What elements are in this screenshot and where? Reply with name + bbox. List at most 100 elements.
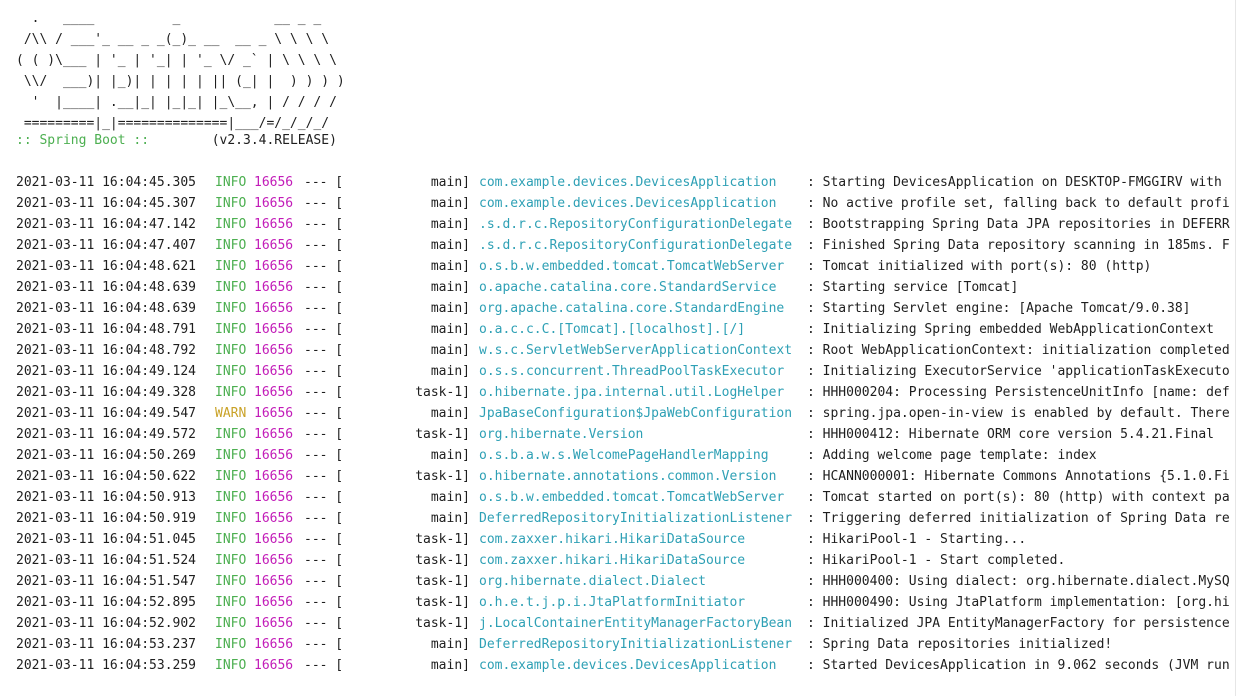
log-message: : Starting DevicesApplication on DESKTOP… bbox=[807, 175, 1222, 190]
log-level: INFO bbox=[215, 364, 247, 379]
log-thread: main] bbox=[430, 637, 470, 652]
log-logger[interactable]: o.a.c.c.C.[Tomcat].[localhost].[/] bbox=[479, 322, 746, 337]
log-separator: --- [ bbox=[304, 238, 344, 253]
log-logger[interactable]: org.hibernate.Version bbox=[479, 427, 644, 442]
log-thread: task-1] bbox=[415, 574, 470, 589]
log-line: 2021-03-11 16:04:45.307 INFO 16656 --- [… bbox=[16, 193, 1235, 214]
log-message: : HHH000204: Processing PersistenceUnitI… bbox=[807, 385, 1230, 400]
log-pid: 16656 bbox=[254, 322, 294, 337]
log-logger[interactable]: o.hibernate.annotations.common.Version bbox=[479, 469, 777, 484]
log-logger[interactable]: org.hibernate.dialect.Dialect bbox=[479, 574, 706, 589]
log-pid: 16656 bbox=[254, 259, 294, 274]
log-logger[interactable]: o.s.b.a.w.s.WelcomePageHandlerMapping bbox=[479, 448, 769, 463]
log-level: INFO bbox=[215, 616, 247, 631]
log-logger[interactable]: com.example.devices.DevicesApplication bbox=[479, 658, 777, 673]
log-message: : Tomcat initialized with port(s): 80 (h… bbox=[807, 259, 1152, 274]
log-logger[interactable]: o.apache.catalina.core.StandardService bbox=[479, 280, 777, 295]
log-line: 2021-03-11 16:04:51.045 INFO 16656 --- [… bbox=[16, 529, 1235, 550]
log-line: 2021-03-11 16:04:48.791 INFO 16656 --- [… bbox=[16, 319, 1235, 340]
log-thread: task-1] bbox=[415, 553, 470, 568]
log-thread: main] bbox=[430, 364, 470, 379]
log-thread: task-1] bbox=[415, 616, 470, 631]
log-line: 2021-03-11 16:04:47.407 INFO 16656 --- [… bbox=[16, 235, 1235, 256]
log-logger[interactable]: o.s.s.concurrent.ThreadPoolTaskExecutor bbox=[479, 364, 785, 379]
log-level: INFO bbox=[215, 175, 247, 190]
log-level: INFO bbox=[215, 217, 247, 232]
log-line: 2021-03-11 16:04:50.913 INFO 16656 --- [… bbox=[16, 487, 1235, 508]
log-message: : HikariPool-1 - Starting... bbox=[807, 532, 1027, 547]
log-thread: main] bbox=[430, 217, 470, 232]
log-timestamp: 2021-03-11 16:04:53.259 bbox=[16, 658, 197, 673]
log-logger[interactable]: o.s.b.w.embedded.tomcat.TomcatWebServer bbox=[479, 259, 785, 274]
log-logger[interactable]: o.hibernate.jpa.internal.util.LogHelper bbox=[479, 385, 785, 400]
log-level: INFO bbox=[215, 511, 247, 526]
log-logger[interactable]: JpaBaseConfiguration$JpaWebConfiguration bbox=[479, 406, 793, 421]
log-thread: main] bbox=[430, 343, 470, 358]
log-message: : HHH000400: Using dialect: org.hibernat… bbox=[807, 574, 1230, 589]
log-logger[interactable]: DeferredRepositoryInitializationListener bbox=[479, 637, 793, 652]
log-message: : HHH000412: Hibernate ORM core version … bbox=[807, 427, 1214, 442]
log-separator: --- [ bbox=[304, 637, 344, 652]
log-timestamp: 2021-03-11 16:04:45.307 bbox=[16, 196, 197, 211]
log-timestamp: 2021-03-11 16:04:50.269 bbox=[16, 448, 197, 463]
log-thread: main] bbox=[430, 322, 470, 337]
log-pid: 16656 bbox=[254, 217, 294, 232]
log-line: 2021-03-11 16:04:49.124 INFO 16656 --- [… bbox=[16, 361, 1235, 382]
log-thread: main] bbox=[430, 490, 470, 505]
log-timestamp: 2021-03-11 16:04:48.792 bbox=[16, 343, 197, 358]
log-thread: main] bbox=[430, 175, 470, 190]
log-separator: --- [ bbox=[304, 574, 344, 589]
log-line: 2021-03-11 16:04:50.269 INFO 16656 --- [… bbox=[16, 445, 1235, 466]
log-logger[interactable]: com.example.devices.DevicesApplication bbox=[479, 175, 777, 190]
log-logger[interactable]: o.s.b.w.embedded.tomcat.TomcatWebServer bbox=[479, 490, 785, 505]
log-logger[interactable]: w.s.c.ServletWebServerApplicationContext bbox=[479, 343, 793, 358]
log-message: : spring.jpa.open-in-view is enabled by … bbox=[807, 406, 1230, 421]
log-level: INFO bbox=[215, 469, 247, 484]
log-timestamp: 2021-03-11 16:04:48.791 bbox=[16, 322, 197, 337]
log-separator: --- [ bbox=[304, 469, 344, 484]
log-timestamp: 2021-03-11 16:04:50.919 bbox=[16, 511, 197, 526]
log-timestamp: 2021-03-11 16:04:52.902 bbox=[16, 616, 197, 631]
log-separator: --- [ bbox=[304, 532, 344, 547]
log-level: INFO bbox=[215, 448, 247, 463]
log-timestamp: 2021-03-11 16:04:51.045 bbox=[16, 532, 197, 547]
log-pid: 16656 bbox=[254, 532, 294, 547]
log-logger[interactable]: .s.d.r.c.RepositoryConfigurationDelegate bbox=[479, 217, 793, 232]
log-pid: 16656 bbox=[254, 427, 294, 442]
log-thread: main] bbox=[430, 280, 470, 295]
log-logger[interactable]: com.example.devices.DevicesApplication bbox=[479, 196, 777, 211]
log-pid: 16656 bbox=[254, 448, 294, 463]
log-line: 2021-03-11 16:04:53.259 INFO 16656 --- [… bbox=[16, 655, 1235, 676]
log-message: : Finished Spring Data repository scanni… bbox=[807, 238, 1230, 253]
log-timestamp: 2021-03-11 16:04:49.328 bbox=[16, 385, 197, 400]
log-separator: --- [ bbox=[304, 364, 344, 379]
log-logger[interactable]: j.LocalContainerEntityManagerFactoryBean bbox=[479, 616, 793, 631]
log-logger[interactable]: org.apache.catalina.core.StandardEngine bbox=[479, 301, 785, 316]
log-logger[interactable]: DeferredRepositoryInitializationListener bbox=[479, 511, 793, 526]
log-thread: task-1] bbox=[415, 595, 470, 610]
log-separator: --- [ bbox=[304, 280, 344, 295]
log-logger[interactable]: .s.d.r.c.RepositoryConfigurationDelegate bbox=[479, 238, 793, 253]
log-line: 2021-03-11 16:04:45.305 INFO 16656 --- [… bbox=[16, 172, 1235, 193]
log-pid: 16656 bbox=[254, 343, 294, 358]
log-timestamp: 2021-03-11 16:04:49.124 bbox=[16, 364, 197, 379]
log-logger[interactable]: o.h.e.t.j.p.i.JtaPlatformInitiator bbox=[479, 595, 746, 610]
log-separator: --- [ bbox=[304, 595, 344, 610]
log-line: 2021-03-11 16:04:49.547 WARN 16656 --- [… bbox=[16, 403, 1235, 424]
log-separator: --- [ bbox=[304, 448, 344, 463]
log-level: INFO bbox=[215, 595, 247, 610]
log-timestamp: 2021-03-11 16:04:53.237 bbox=[16, 637, 197, 652]
log-pid: 16656 bbox=[254, 469, 294, 484]
log-thread: main] bbox=[430, 259, 470, 274]
log-timestamp: 2021-03-11 16:04:50.622 bbox=[16, 469, 197, 484]
log-thread: task-1] bbox=[415, 427, 470, 442]
log-line: 2021-03-11 16:04:53.237 INFO 16656 --- [… bbox=[16, 634, 1235, 655]
log-level: INFO bbox=[215, 637, 247, 652]
log-pid: 16656 bbox=[254, 280, 294, 295]
log-line: 2021-03-11 16:04:48.639 INFO 16656 --- [… bbox=[16, 298, 1235, 319]
log-logger[interactable]: com.zaxxer.hikari.HikariDataSource bbox=[479, 532, 746, 547]
log-message: : Initialized JPA EntityManagerFactory f… bbox=[807, 616, 1230, 631]
log-logger[interactable]: com.zaxxer.hikari.HikariDataSource bbox=[479, 553, 746, 568]
log-message: : Initializing ExecutorService 'applicat… bbox=[807, 364, 1230, 379]
